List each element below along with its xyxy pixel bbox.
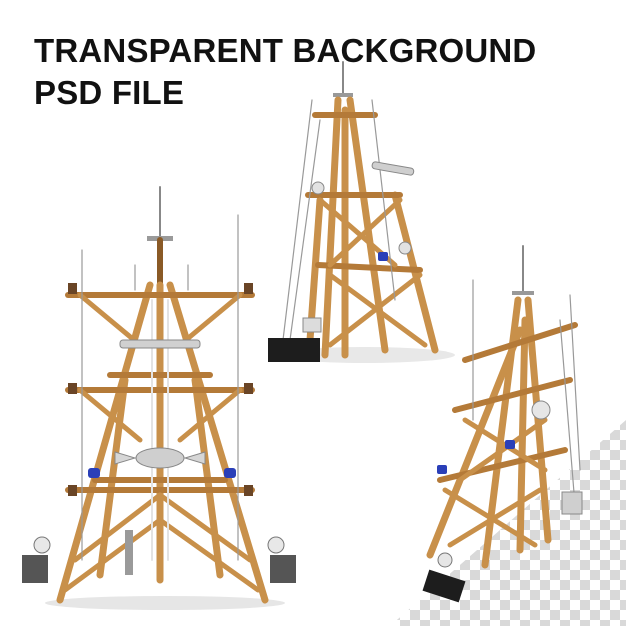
headline-line-2: PSD FILE — [34, 74, 185, 111]
transparency-checkerboard — [390, 420, 626, 626]
ship-mast-front — [22, 186, 296, 610]
ship-mast-perspective-bottom — [422, 245, 583, 603]
headline-line-1: TRANSPARENT BACKGROUND — [34, 32, 537, 69]
ship-mast-perspective-top — [268, 61, 455, 363]
